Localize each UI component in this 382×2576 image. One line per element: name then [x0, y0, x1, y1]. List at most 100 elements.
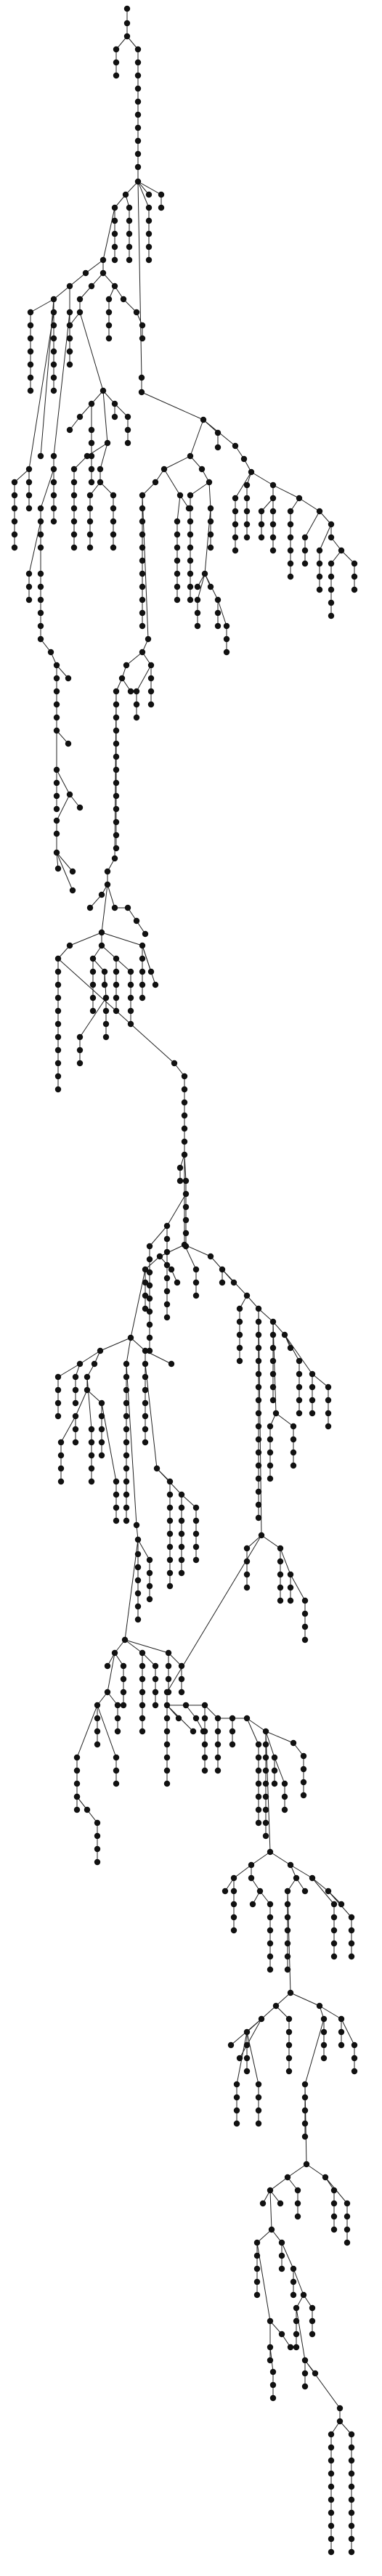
tree-node-664 [256, 1888, 264, 1895]
tree-node-322 [113, 994, 120, 1001]
tree-node-354 [182, 1190, 190, 1198]
tree-node-485 [98, 1426, 105, 1433]
tree-node-38 [66, 283, 73, 290]
tree-node-376 [181, 1241, 188, 1248]
tree-node-633 [262, 1793, 269, 1800]
tree-edge-518 [145, 1363, 158, 1469]
tree-edge-38 [53, 285, 70, 300]
tree-node-204 [243, 482, 251, 489]
tree-node-201 [269, 521, 277, 528]
tree-node-303 [54, 994, 62, 1001]
tree-node-329 [139, 942, 146, 949]
tree-edge-186 [304, 511, 320, 538]
tree-node-34 [111, 243, 118, 251]
tree-node-100 [88, 479, 95, 486]
tree-node-732 [303, 2161, 310, 2168]
tree-node-756 [278, 2252, 285, 2259]
tree-node-369 [146, 1269, 153, 1276]
tree-node-139 [37, 635, 44, 643]
tree-node-689 [330, 1953, 338, 1960]
tree-node-715 [338, 2041, 345, 2049]
tree-node-520 [166, 1478, 174, 1485]
tree-node-740 [322, 2174, 329, 2181]
tree-node-333 [139, 994, 146, 1001]
tree-edge-75 [28, 312, 54, 470]
tree-node-134 [37, 570, 44, 577]
tree-node-441 [267, 1423, 274, 1430]
tree-node-558 [120, 1689, 127, 1696]
tree-node-572 [165, 1662, 172, 1670]
tree-node-719 [255, 2081, 262, 2088]
tree-node-230 [174, 518, 181, 525]
tree-node-734 [267, 2187, 274, 2194]
tree-node-729 [301, 2107, 309, 2114]
tree-node-14 [134, 150, 142, 158]
tree-node-261 [223, 622, 230, 630]
tree-node-88 [50, 479, 57, 486]
tree-node-642 [255, 1806, 262, 1813]
tree-node-248 [187, 557, 194, 564]
tree-node-364 [163, 1288, 171, 1295]
tree-node-632 [262, 1780, 269, 1787]
tree-node-232 [174, 544, 181, 551]
tree-edge-251 [204, 508, 211, 574]
tree-node-635 [262, 1819, 269, 1827]
tree-node-153 [66, 791, 73, 798]
tree-node-524 [166, 1530, 174, 1537]
tree-node-615 [201, 1728, 208, 1735]
tree-edge-297 [101, 884, 108, 933]
tree-node-552 [146, 1596, 153, 1603]
tree-edge-570 [124, 1639, 169, 1654]
tree-node-470 [72, 1373, 79, 1381]
tree-node-258 [214, 596, 222, 604]
tree-node-750 [253, 2239, 261, 2246]
tree-node-763 [309, 2317, 316, 2325]
tree-node-553 [121, 1636, 129, 1643]
tree-node-265 [139, 649, 146, 656]
tree-node-486 [98, 1439, 105, 1446]
tree-node-44 [27, 361, 34, 368]
tree-node-58 [66, 361, 73, 368]
tree-node-89 [50, 492, 57, 499]
tree-node-571 [165, 1649, 172, 1657]
tree-node-650 [290, 1739, 297, 1747]
tree-node-5 [113, 72, 120, 79]
tree-node-480 [57, 1452, 65, 1459]
tree-node-573 [165, 1675, 172, 1683]
tree-node-407 [255, 1501, 262, 1508]
tree-node-724 [233, 2094, 240, 2101]
tree-node-469 [54, 1413, 62, 1420]
tree-node-764 [309, 2331, 316, 2338]
tree-node-68 [105, 296, 113, 303]
tree-node-152 [53, 805, 60, 813]
tree-edge-559 [124, 1639, 143, 1654]
tree-node-653 [300, 1779, 307, 1786]
tree-node-306 [54, 1033, 62, 1041]
tree-node-493 [113, 1478, 120, 1485]
tree-edge-739 [306, 2163, 326, 2178]
tree-node-686 [330, 1914, 338, 1921]
tree-node-587 [113, 1767, 120, 1774]
tree-node-755 [278, 2239, 285, 2246]
tree-edge-487 [86, 1376, 92, 1430]
tree-node-543 [134, 1551, 142, 1558]
tree-node-189 [301, 560, 309, 567]
tree-node-387 [207, 1253, 214, 1260]
tree-node-399 [255, 1397, 262, 1404]
tree-node-602 [175, 1715, 182, 1722]
tree-node-620 [214, 1728, 222, 1735]
tree-edge-478 [60, 1415, 76, 1443]
tree-node-316 [89, 1007, 97, 1015]
tree-node-514 [142, 1399, 149, 1407]
tree-node-184 [316, 560, 323, 567]
tree-node-772 [267, 2344, 274, 2351]
tree-node-253 [194, 583, 201, 590]
tree-node-332 [139, 981, 146, 988]
tree-node-242 [207, 544, 214, 551]
tree-node-522 [166, 1504, 174, 1511]
tree-node-121 [86, 544, 94, 551]
tree-node-95 [76, 413, 84, 420]
tree-edge-585 [97, 1705, 117, 1758]
tree-edge-20 [137, 181, 150, 208]
tree-node-212 [232, 534, 239, 541]
